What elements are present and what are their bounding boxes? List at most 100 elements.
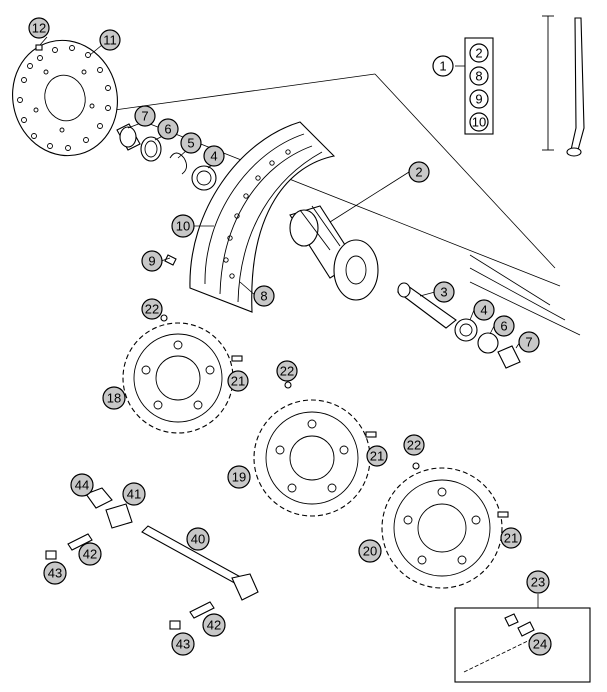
callout-10: 10 xyxy=(171,214,195,238)
master-link xyxy=(517,621,535,637)
assembly-guide-lines xyxy=(99,73,581,336)
sprocket-nut xyxy=(160,314,168,322)
callout-1: 1 xyxy=(432,55,454,77)
sprocket-small xyxy=(381,462,509,589)
callout-12: 12 xyxy=(28,17,50,39)
callout-9: 9 xyxy=(141,250,163,272)
spoke-nipple xyxy=(164,254,177,266)
callout-18: 18 xyxy=(102,386,126,410)
svg-text:6: 6 xyxy=(500,319,507,334)
callout-3: 3 xyxy=(433,281,455,303)
axle-nut xyxy=(85,487,113,509)
svg-text:10: 10 xyxy=(472,115,486,130)
svg-text:24: 24 xyxy=(533,637,547,652)
callout-2-list: 2 xyxy=(469,43,489,63)
sprocket-screw xyxy=(231,355,243,362)
svg-text:20: 20 xyxy=(363,544,377,559)
svg-text:12: 12 xyxy=(32,21,46,36)
spacer-lower xyxy=(497,345,521,369)
callout-40: 40 xyxy=(186,527,210,551)
svg-text:4: 4 xyxy=(480,303,487,318)
svg-text:8: 8 xyxy=(260,289,267,304)
callout-7-bottom: 7 xyxy=(518,331,540,353)
callout-4-bottom: 4 xyxy=(473,299,495,321)
callout-2: 2 xyxy=(408,161,430,183)
callout-43-b: 43 xyxy=(171,632,195,656)
wheel-rim xyxy=(164,121,336,313)
callout-20: 20 xyxy=(358,539,382,563)
svg-text:42: 42 xyxy=(207,618,221,633)
callout-21-c: 21 xyxy=(500,527,522,549)
svg-text:4: 4 xyxy=(210,149,217,164)
upper-bearing-stack xyxy=(116,123,217,191)
svg-text:7: 7 xyxy=(141,109,148,124)
disc-screw xyxy=(35,44,43,51)
callout-11: 11 xyxy=(99,29,121,51)
bearing-upper xyxy=(191,165,217,191)
callout-4-top: 4 xyxy=(203,145,225,167)
chain-adjuster-left xyxy=(105,503,133,529)
svg-text:40: 40 xyxy=(191,532,205,547)
sprocket-screw xyxy=(497,511,509,518)
svg-text:21: 21 xyxy=(231,374,245,389)
sprocket-screw xyxy=(365,431,377,438)
svg-text:22: 22 xyxy=(145,302,159,317)
svg-text:9: 9 xyxy=(148,254,155,269)
svg-text:42: 42 xyxy=(83,547,97,562)
svg-text:5: 5 xyxy=(187,136,194,151)
callout-22-c: 22 xyxy=(403,434,425,456)
svg-text:43: 43 xyxy=(176,637,190,652)
circlip xyxy=(169,152,187,175)
callout-6-top: 6 xyxy=(157,118,179,140)
sprocket-medium xyxy=(253,381,377,517)
rim-spoke-holes xyxy=(223,149,291,279)
adjuster-nut-right xyxy=(169,620,181,630)
svg-text:3: 3 xyxy=(440,285,447,300)
seal-ring-upper xyxy=(140,136,162,162)
adjuster-bolt-left xyxy=(67,533,93,551)
callout-42-b: 42 xyxy=(202,613,226,637)
adjuster-nut-left xyxy=(45,550,57,560)
svg-text:19: 19 xyxy=(232,470,246,485)
svg-text:6: 6 xyxy=(164,122,171,137)
callout-8-list: 8 xyxy=(469,66,489,86)
callout-44: 44 xyxy=(70,473,94,497)
seal-ring-lower xyxy=(477,332,499,354)
svg-text:21: 21 xyxy=(504,531,518,546)
callout-43-a: 43 xyxy=(43,561,67,585)
chain-kit-box xyxy=(454,594,591,683)
chain-adjuster-right xyxy=(231,573,259,601)
callout-41: 41 xyxy=(122,482,146,506)
sprocket-nut xyxy=(412,462,420,470)
sprocket-large xyxy=(122,314,243,434)
axle-tool xyxy=(542,15,585,157)
svg-text:23: 23 xyxy=(531,575,545,590)
callout-10-list: 10 xyxy=(469,112,489,132)
callout-7-top: 7 xyxy=(134,105,156,127)
wheel-hub xyxy=(289,205,379,301)
svg-text:8: 8 xyxy=(475,69,482,84)
callout-22-b: 22 xyxy=(276,360,298,382)
sprocket-nut xyxy=(284,381,292,389)
chain-clip xyxy=(504,613,519,627)
callout-23: 23 xyxy=(526,570,550,594)
svg-text:11: 11 xyxy=(103,33,117,48)
callout-22-a: 22 xyxy=(141,298,163,320)
svg-text:2: 2 xyxy=(415,165,422,180)
svg-text:1: 1 xyxy=(439,59,446,74)
svg-text:10: 10 xyxy=(176,219,190,234)
svg-text:21: 21 xyxy=(370,449,384,464)
svg-text:44: 44 xyxy=(75,478,89,493)
svg-text:22: 22 xyxy=(280,364,294,379)
lower-bearing-stack xyxy=(397,282,521,369)
svg-text:41: 41 xyxy=(127,487,141,502)
svg-text:18: 18 xyxy=(107,391,121,406)
svg-text:43: 43 xyxy=(48,566,62,581)
bearing-lower xyxy=(454,318,478,342)
brake-disc xyxy=(12,39,118,157)
svg-text:2: 2 xyxy=(475,46,482,61)
svg-text:22: 22 xyxy=(407,438,421,453)
callout-19: 19 xyxy=(227,465,251,489)
